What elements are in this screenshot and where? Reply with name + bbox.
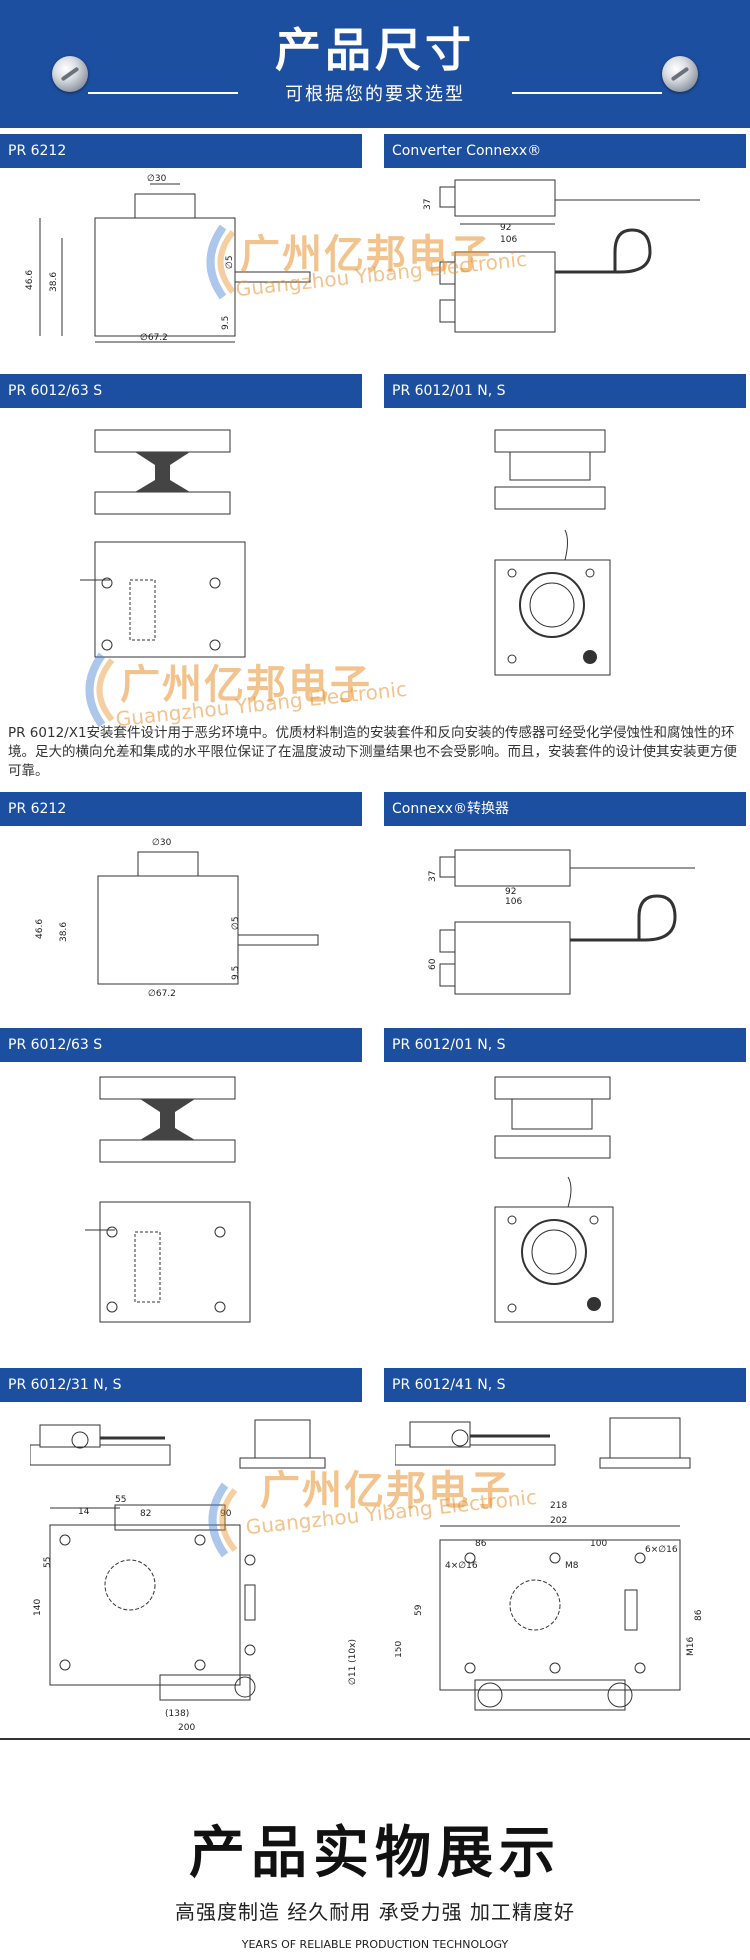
dim-label: 140 [33, 1599, 43, 1616]
pr6012-31-drawing: 55 14 82 90 140 55 (138) 200 ∅11 (10x) [30, 1410, 360, 1735]
dim-label: 82 [140, 1509, 151, 1519]
section-heading-pr6212: PR 6212 [0, 134, 362, 168]
dim-label: 86 [475, 1539, 487, 1549]
dim-label: 92 [505, 887, 516, 897]
pr6012-63-drawing-2 [85, 1072, 285, 1342]
dim-label: 38.6 [49, 272, 59, 292]
pr6012-01-drawing [490, 425, 690, 715]
section-heading-converter: Converter Connexx® [384, 134, 746, 168]
converter-drawing-2: 37 92 106 60 [425, 832, 715, 1007]
dim-label: 90 [220, 1509, 232, 1519]
dim-label: ∅11 (10x) [348, 1639, 358, 1685]
dim-label: 9.5 [231, 966, 241, 980]
company-logo-icon [208, 1482, 238, 1558]
dim-label: 4×∅16 [445, 1561, 478, 1571]
dim-label: ∅5 [225, 255, 235, 269]
dim-label: 86 [694, 1609, 704, 1621]
dim-label: 14 [78, 1507, 90, 1517]
section-heading-converter-2: Connexx®转换器 [384, 792, 746, 826]
dim-label: M8 [565, 1561, 579, 1571]
dim-label: 38.6 [59, 922, 69, 942]
pr6012-63-drawing [80, 425, 280, 715]
divider [512, 92, 662, 94]
pr6012-41-drawing: 202 218 86 100 4×∅16 M8 6×∅16 59 150 86 … [395, 1410, 745, 1735]
dim-label: 106 [505, 897, 522, 907]
dim-label: 92 [500, 223, 511, 233]
section-heading-pr6012-63-2: PR 6012/63 S [0, 1028, 362, 1062]
dim-label: ∅30 [152, 838, 172, 848]
display-subtitle: 高强度制造 经久耐用 承受力强 加工精度好 [174, 1900, 576, 1924]
dim-label: 59 [414, 1604, 424, 1616]
dim-label: 106 [500, 235, 517, 245]
dim-label: ∅5 [231, 916, 241, 930]
dim-label: 200 [178, 1723, 195, 1733]
section-heading-pr6212-2: PR 6212 [0, 792, 362, 826]
display-title: 产品实物展示 [189, 1821, 561, 1886]
display-english: YEARS OF RELIABLE PRODUCTION TECHNOLOGY [241, 1938, 509, 1951]
dim-label: 37 [423, 199, 433, 210]
company-logo-icon [85, 652, 115, 728]
pr6012-01-drawing-2 [490, 1072, 690, 1342]
page-subtitle: 可根据您的要求选型 [285, 84, 465, 105]
dim-label: 55 [43, 1557, 53, 1568]
dim-label: 150 [395, 1641, 404, 1658]
dim-label: (138) [165, 1709, 189, 1719]
section-heading-pr6012-63: PR 6012/63 S [0, 374, 362, 408]
dim-label: 9.5 [221, 316, 231, 330]
dim-label: M16 [686, 1637, 696, 1656]
pr6212-drawing-2: ∅30 46.6 38.6 ∅67.2 ∅5 9.5 [30, 832, 350, 1002]
dim-label: 100 [590, 1539, 607, 1549]
dim-label: 46.6 [25, 270, 35, 290]
page-title: 产品尺寸 [275, 23, 475, 77]
dim-label: 6×∅16 [645, 1545, 678, 1555]
screw-icon [662, 56, 698, 92]
dim-label: 55 [115, 1495, 126, 1505]
dim-label: 46.6 [35, 919, 45, 939]
header-banner: 产品尺寸 可根据您的要求选型 [0, 0, 750, 128]
pr6212-drawing: ∅30 46.6 38.6 ∅67.2 ∅5 9.5 [20, 172, 350, 347]
dim-label: ∅67.2 [148, 989, 176, 999]
divider [88, 92, 238, 94]
section-heading-pr6012-01: PR 6012/01 N, S [384, 374, 746, 408]
screw-icon [52, 56, 88, 92]
section-heading-pr6012-01-2: PR 6012/01 N, S [384, 1028, 746, 1062]
dim-label: 202 [550, 1516, 567, 1526]
divider [0, 1738, 750, 1740]
section-heading-pr6012-31: PR 6012/31 N, S [0, 1368, 362, 1402]
dim-label: 37 [428, 871, 438, 882]
converter-drawing: 92 106 37 [420, 172, 710, 352]
dim-label: ∅67.2 [140, 333, 168, 343]
section-heading-pr6012-41: PR 6012/41 N, S [384, 1368, 746, 1402]
dim-label: ∅30 [147, 174, 167, 184]
description-paragraph: PR 6012/X1安装套件设计用于恶劣环境中。优质材料制造的安装套件和反向安装… [8, 725, 737, 779]
dim-label: 218 [550, 1501, 567, 1511]
dim-label: 60 [428, 958, 438, 970]
company-logo-icon [206, 224, 236, 300]
